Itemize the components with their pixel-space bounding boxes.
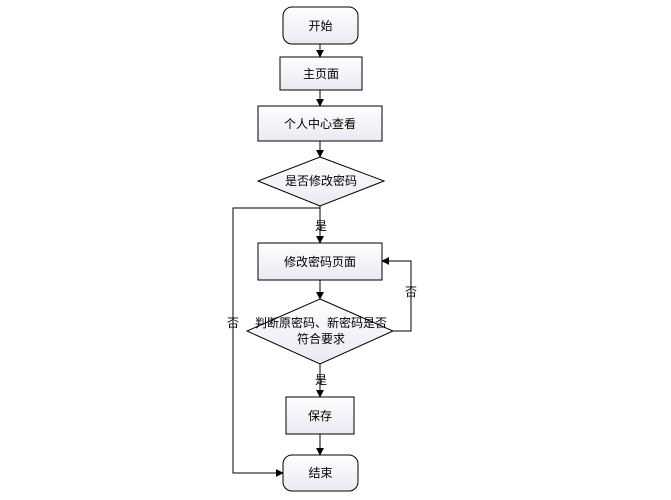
decision-validate-label-line1: 判断原密码、新密码是否 — [255, 315, 387, 330]
end-label: 结束 — [308, 466, 332, 480]
main-page-node: 主页面 — [279, 56, 363, 91]
decision-change-password-label: 是否修改密码 — [285, 173, 357, 188]
profile-view-label: 个人中心查看 — [284, 116, 356, 131]
edge-label-no-2: 否 — [405, 285, 417, 299]
start-node: 开始 — [282, 6, 359, 45]
start-label: 开始 — [308, 19, 332, 33]
change-password-page-label: 修改密码页面 — [284, 254, 356, 269]
decision-validate-label-line2: 符合要求 — [297, 331, 345, 346]
edge-label-yes-2: 是 — [315, 373, 327, 387]
save-label: 保存 — [308, 409, 332, 423]
decision-change-password-node: 是否修改密码 — [256, 156, 386, 207]
profile-view-node: 个人中心查看 — [257, 105, 383, 142]
edge-label-no-1: 否 — [227, 316, 239, 330]
change-password-page-node: 修改密码页面 — [257, 242, 383, 281]
edge-label-yes-1: 是 — [315, 219, 327, 233]
arrow-decision-no-to-end — [232, 207, 320, 477]
save-node: 保存 — [285, 396, 355, 435]
end-node: 结束 — [282, 454, 359, 492]
arrow-validate-no-back-to-change-page — [381, 257, 412, 332]
main-page-label: 主页面 — [303, 67, 339, 81]
decision-validate-node: 判断原密码、新密码是否 符合要求 — [245, 298, 395, 365]
